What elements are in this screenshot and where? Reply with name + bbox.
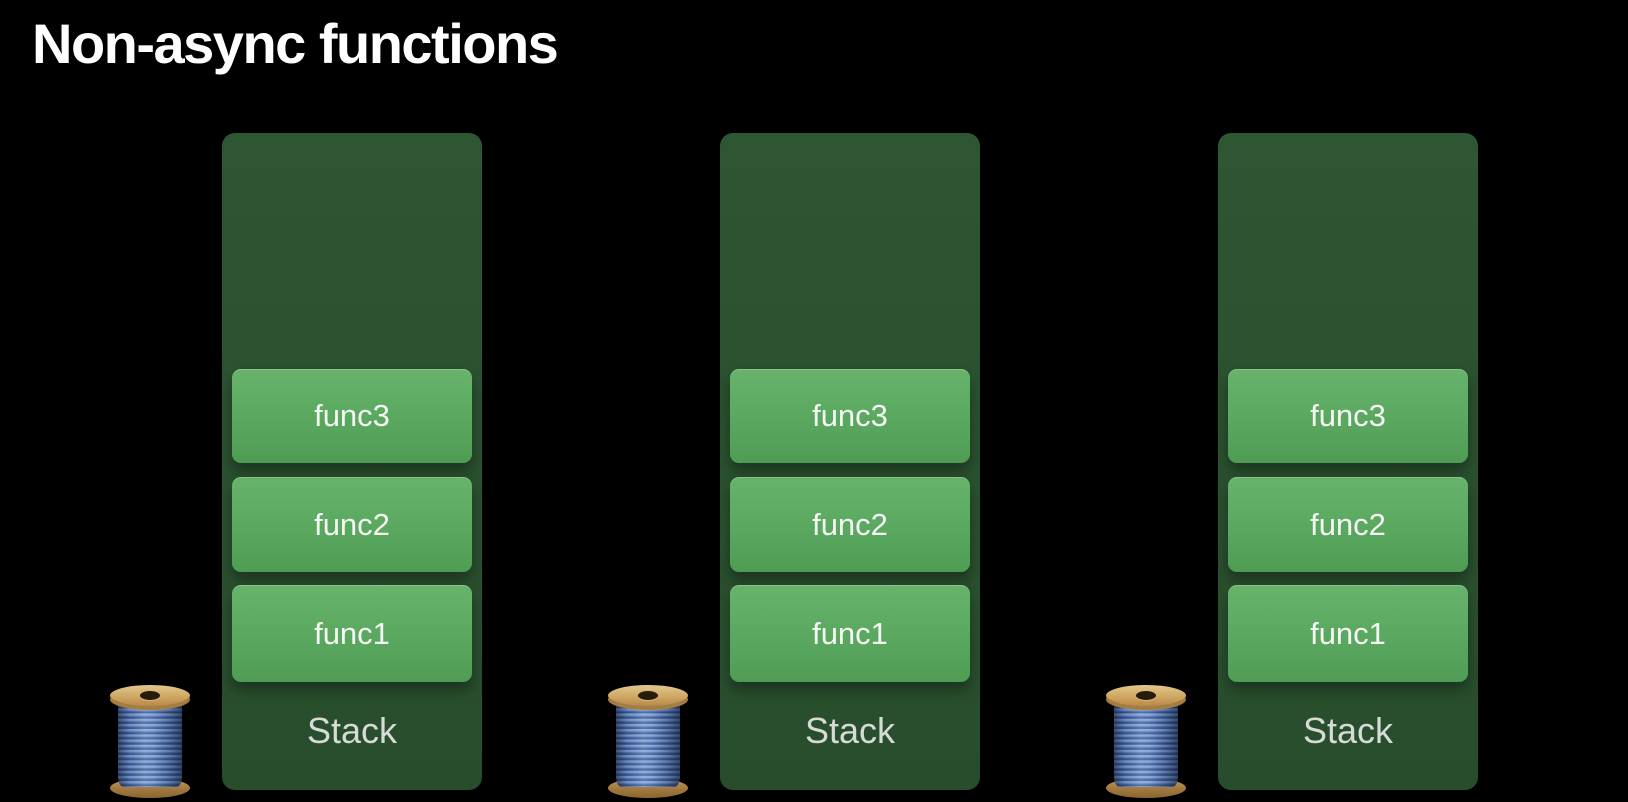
spool-hole: [140, 691, 160, 700]
stack-column: func3 func2 func1 Stack: [1218, 133, 1478, 790]
stack-group-3: func3 func2 func1 Stack: [1106, 133, 1481, 798]
spool-hole: [1136, 691, 1156, 700]
thread-spool-icon: [110, 685, 190, 798]
spool-thread-body: [118, 698, 182, 787]
stack-frame: func2: [232, 477, 472, 572]
spool-thread-body: [1114, 698, 1178, 787]
thread-spool-icon: [1106, 685, 1186, 798]
stack-label: Stack: [1302, 710, 1394, 751]
stack-frame: func1: [1228, 585, 1468, 682]
stack-frame: func1: [232, 585, 472, 682]
slide-title: Non-async functions: [32, 12, 559, 75]
stack-group-1: func3 func2 func1 Stack: [110, 133, 485, 798]
stack-frame: func3: [232, 369, 472, 463]
stack-label: Stack: [306, 710, 398, 751]
stack-group-2: func3 func2 func1 Stack: [608, 133, 983, 798]
spool-hole: [638, 691, 658, 700]
stack-frame: func1: [730, 585, 970, 682]
stack-label: Stack: [804, 710, 896, 751]
stack-frame: func2: [1228, 477, 1468, 572]
stack-frame: func2: [730, 477, 970, 572]
stack-frame: func3: [730, 369, 970, 463]
thread-spool-icon: [608, 685, 688, 798]
stack-frame: func3: [1228, 369, 1468, 463]
stack-column: func3 func2 func1 Stack: [720, 133, 980, 790]
spool-thread-body: [616, 698, 680, 787]
stack-column: func3 func2 func1 Stack: [222, 133, 482, 790]
